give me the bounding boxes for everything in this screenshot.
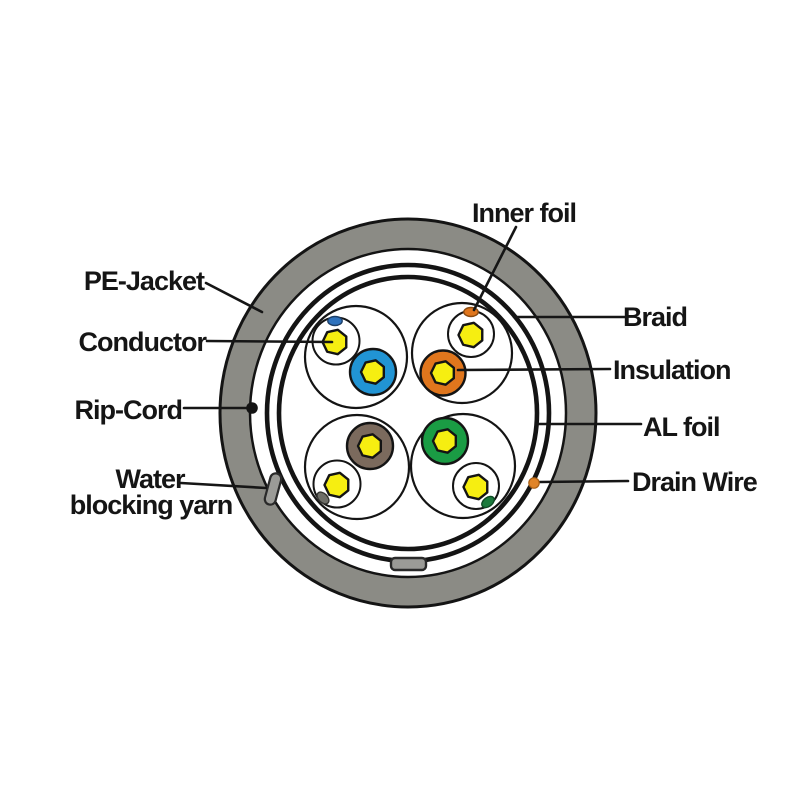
water-blocking-yarn-left bbox=[263, 472, 283, 506]
orange-wire-conductor bbox=[431, 361, 454, 384]
label-drain-wire: Drain Wire bbox=[632, 467, 758, 497]
label-water-yarn-line1: Water bbox=[115, 464, 186, 494]
brown-wire-conductor bbox=[358, 434, 381, 457]
blue-wire-conductor bbox=[361, 360, 384, 383]
water-yarn-pointer-line bbox=[179, 481, 268, 490]
label-conductor: Conductor bbox=[79, 327, 208, 357]
pair-green-group bbox=[409, 412, 517, 520]
green-stripe-mark bbox=[481, 495, 495, 509]
orange-stripe-mark bbox=[463, 306, 479, 318]
pair-brown-group bbox=[303, 413, 411, 521]
pe-jacket-pointer-line bbox=[204, 281, 264, 314]
label-inner-foil: Inner foil bbox=[472, 198, 576, 228]
label-pe-jacket: PE-Jacket bbox=[84, 266, 205, 296]
drain-wire-dot bbox=[528, 477, 540, 489]
label-braid: Braid bbox=[623, 302, 687, 332]
blue-stripe-mark bbox=[327, 315, 343, 327]
pair-blue-group bbox=[303, 304, 409, 410]
white-wire-conductor bbox=[464, 475, 488, 499]
insulation-pointer-line bbox=[456, 367, 612, 372]
green-wire-conductor bbox=[433, 429, 456, 452]
white-wire-conductor bbox=[459, 323, 483, 347]
pair-orange-group bbox=[410, 301, 514, 405]
water-blocking-yarn-bottom bbox=[389, 556, 428, 572]
conductor-pointer-line bbox=[205, 339, 334, 344]
rip-cord-dot bbox=[246, 402, 258, 414]
label-al-foil: AL foil bbox=[643, 412, 720, 442]
white-wire-conductor bbox=[325, 473, 349, 497]
label-water-yarn-line2: blocking yarn bbox=[70, 490, 233, 520]
drain-wire-pointer-line bbox=[538, 479, 630, 484]
label-insulation: Insulation bbox=[613, 355, 731, 385]
brown-stripe-mark bbox=[316, 491, 330, 505]
inner-foil-pointer-line bbox=[472, 225, 518, 312]
label-rip-cord: Rip-Cord bbox=[75, 395, 182, 425]
